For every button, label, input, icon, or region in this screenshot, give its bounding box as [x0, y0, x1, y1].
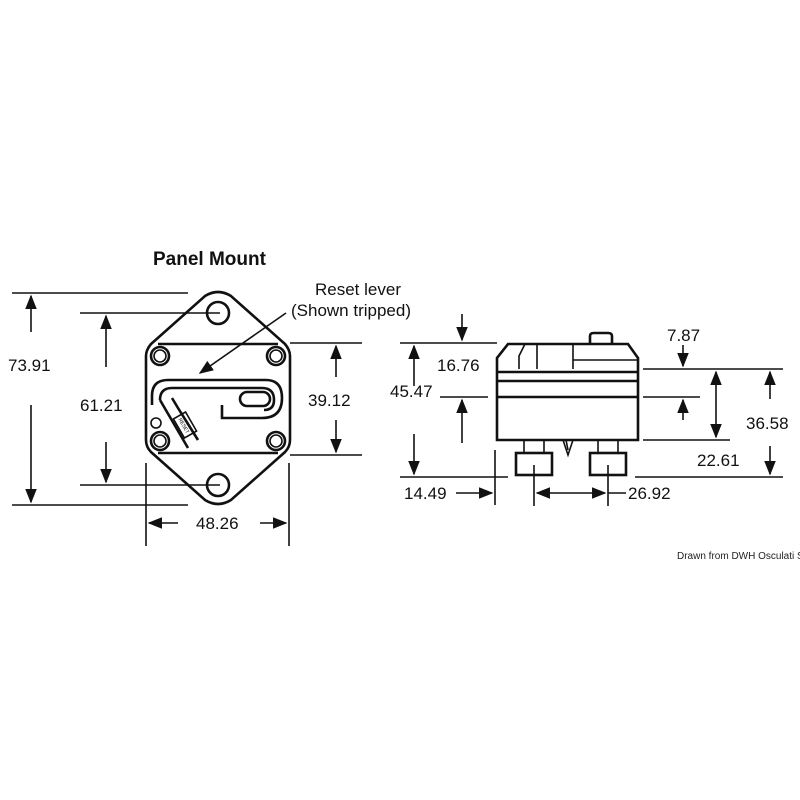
reset-label-line2: (Shown tripped): [291, 301, 411, 320]
dim-stud-spacing: 26.92: [628, 484, 671, 503]
panel-mount-title: Panel Mount: [153, 249, 267, 270]
dim-hole-spacing: 61.21: [80, 396, 123, 415]
dim-stud-offset: 14.49: [404, 484, 447, 503]
dim-body-height: 39.12: [308, 391, 351, 410]
dim-overall-height: 73.91: [8, 356, 51, 375]
caption: Drawn from DWH Osculati Srl: [677, 551, 800, 562]
side-view: [495, 331, 640, 477]
reset-label-line1: Reset lever: [315, 280, 401, 299]
front-view: RESET: [144, 290, 292, 506]
dim-body-height-side: 22.61: [697, 451, 740, 470]
dim-depth: 36.58: [746, 414, 789, 433]
dim-width: 48.26: [196, 514, 239, 533]
dim-total-height: 45.47: [390, 382, 433, 401]
dim-band: 7.87: [667, 326, 700, 345]
dim-top-offset: 16.76: [437, 356, 480, 375]
